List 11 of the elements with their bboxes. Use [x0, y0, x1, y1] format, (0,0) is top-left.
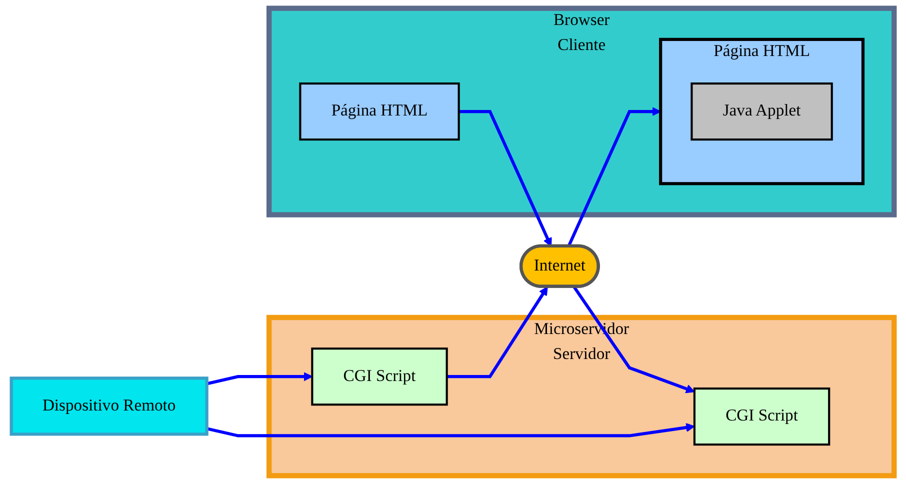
node-label: Cliente: [558, 36, 606, 54]
arrow: [447, 286, 548, 378]
arrow: [206, 422, 696, 438]
arrow: [573, 286, 696, 394]
node-label: Servidor: [553, 345, 610, 364]
node-box: Página HTML: [299, 82, 460, 141]
node-box: Java Applet: [690, 82, 834, 141]
arrow: [206, 372, 313, 386]
node-box: Dispositivo Remoto: [10, 376, 209, 436]
node-box: CGI Script: [694, 388, 830, 446]
node-box: CGI Script: [311, 348, 448, 406]
